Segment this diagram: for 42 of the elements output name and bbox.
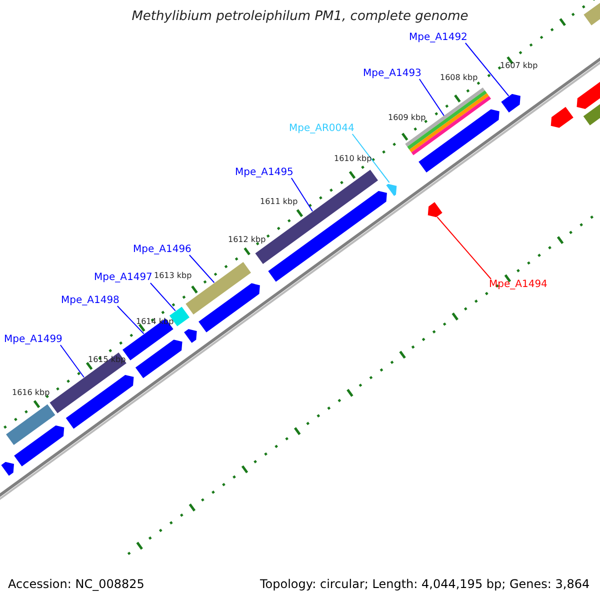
title: Methylibium petroleiphilum PM1, complete genome	[130, 10, 470, 24]
gene-block	[197, 282, 261, 334]
scale-label: 1608 kbp	[440, 74, 478, 83]
leader-line	[290, 178, 313, 212]
gene-label: Mpe_A1494	[489, 279, 548, 290]
leader-line	[116, 306, 144, 334]
gene-label: Mpe_A1492	[409, 32, 468, 43]
leader-line	[464, 42, 510, 96]
leader-line	[188, 254, 215, 284]
scale-label: 1607 kbp	[500, 62, 538, 71]
gene-block	[134, 338, 184, 380]
scale-label: 1609 kbp	[388, 114, 426, 123]
gene-bar	[4, 403, 56, 446]
scale-label: 1613 kbp	[154, 272, 192, 281]
gene-block	[13, 424, 66, 468]
gene-block	[427, 201, 444, 218]
gene-block	[500, 93, 522, 114]
gene-bar	[48, 351, 128, 414]
leader-line	[60, 344, 84, 378]
gene-label: Mpe_A1499	[4, 334, 62, 345]
gene-label: Mpe_A1497	[94, 272, 152, 283]
scale-label: 1616 kbp	[12, 389, 50, 398]
gene-label: Mpe_A1498	[61, 295, 120, 306]
leader-line	[150, 282, 176, 312]
gene-block	[64, 374, 135, 430]
leader-line	[436, 216, 492, 280]
gene-block	[182, 328, 198, 344]
leader-line	[418, 78, 444, 116]
scale-label: 1612 kbp	[228, 236, 266, 245]
gene-label: Mpe_AR0044	[289, 123, 354, 134]
scale-label: 1610 kbp	[334, 155, 372, 164]
leader-line	[352, 134, 390, 184]
gene-bar	[582, 0, 600, 26]
gene-block	[0, 461, 15, 477]
gene-block	[550, 106, 574, 129]
genome-info: Accession: NC_008825	[8, 578, 144, 592]
gene-label: Mpe_A1495	[235, 167, 294, 178]
gene-label: Mpe_A1496	[133, 244, 192, 255]
scale-label: 1611 kbp	[260, 198, 298, 207]
genome-info: Topology: circular; Length: 4,044,195 bp; Genes: 3,864	[260, 578, 590, 592]
gene-label: Mpe_A1493	[363, 68, 422, 79]
gene-block	[385, 183, 398, 198]
